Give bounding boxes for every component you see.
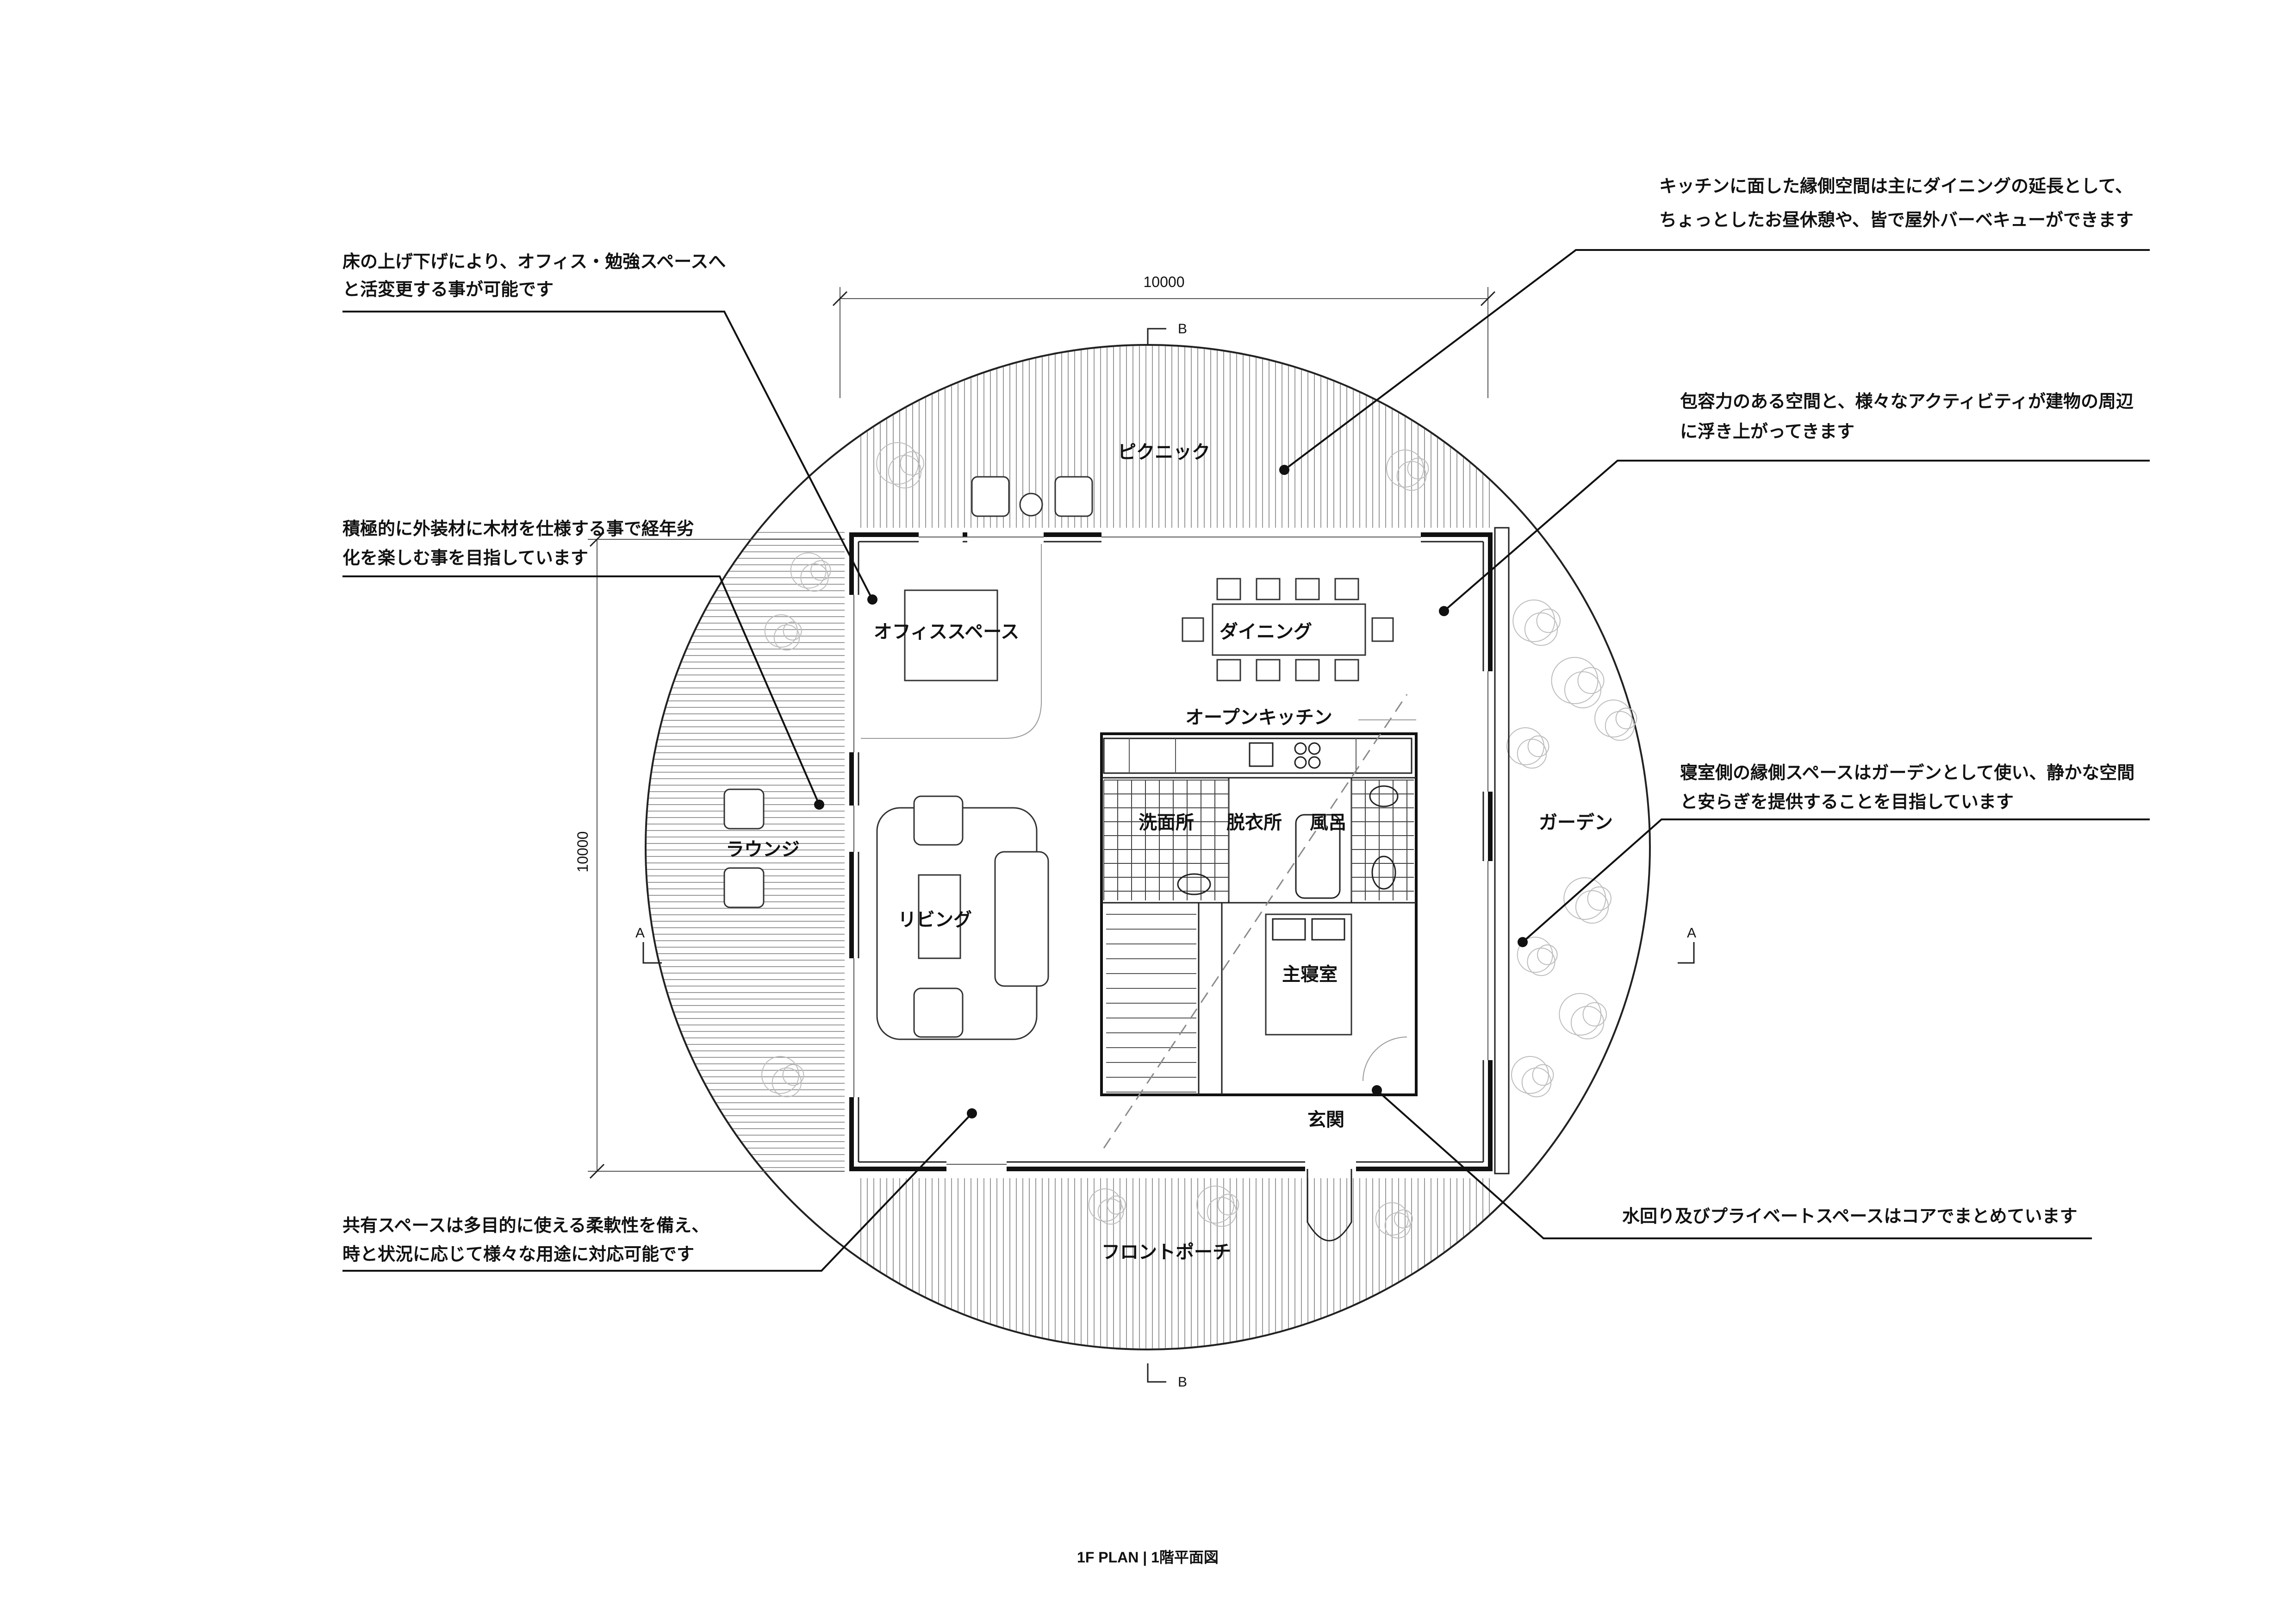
- room-label-garden: ガーデン: [1539, 812, 1613, 833]
- section-marker-a-right: A: [1678, 925, 1696, 964]
- section-label: A: [1687, 925, 1696, 941]
- annotation-line: 時と状況に応じて様々な用途に対応可能です: [342, 1244, 694, 1264]
- tile-floor: [1103, 780, 1414, 900]
- annotation-mid-right: 寝室側の縁側スペースはガーデンとして使い、静かな空間 と安らぎを提供することを目…: [1680, 763, 2134, 812]
- room-label-bedroom: 主寝室: [1282, 964, 1338, 985]
- planting: [761, 442, 1637, 1239]
- annotation-top-left: 床の上げ下げにより、オフィス・勉強スペースへ と活変更する事が可能です: [342, 252, 726, 300]
- dimension-left: 10000: [574, 531, 861, 1179]
- building: [845, 527, 1510, 1242]
- annotation-line: 共有スペースは多目的に使える柔軟性を備え、: [342, 1216, 709, 1236]
- room-label-living: リビング: [898, 910, 972, 930]
- section-marker-b-bottom: B: [1147, 1363, 1187, 1390]
- annotation-line: 積極的に外装材に木材を仕様する事で経年劣: [342, 519, 694, 539]
- room-label-kitchen: オープンキッチン: [1185, 707, 1332, 728]
- drawing-title: 1F PLAN | 1階平面図: [1077, 1549, 1219, 1566]
- room-label-entrance: 玄関: [1307, 1110, 1344, 1130]
- dimension-width-label: 10000: [1144, 274, 1185, 290]
- annotation-line: と活変更する事が可能です: [342, 280, 554, 300]
- annotation-line: ちょっとしたお昼休憩や、皆で屋外バーベキューができます: [1659, 211, 2134, 230]
- section-label: B: [1178, 1374, 1187, 1390]
- annotation-line: 化を楽しむ事を目指しています: [342, 549, 588, 568]
- room-label-bath: 風呂: [1310, 812, 1347, 833]
- annotation-line: 水回り及びプライベートスペースはコアでまとめています: [1622, 1207, 2077, 1226]
- room-label-dining: ダイニング: [1220, 622, 1312, 642]
- section-marker-b-top: B: [1147, 321, 1187, 345]
- room-label-dressing: 脱衣所: [1226, 812, 1282, 833]
- room-label-picnic: ピクニック: [1118, 442, 1210, 462]
- outdoor-furniture: [723, 476, 1093, 908]
- leader-lines: [342, 249, 2150, 1272]
- room-label-office: オフィススペース: [874, 622, 1019, 642]
- annotation-line: 寝室側の縁側スペースはガーデンとして使い、静かな空間: [1680, 763, 2134, 783]
- annotation-line: と安らぎを提供することを目指しています: [1680, 793, 2014, 812]
- section-label: B: [1178, 321, 1187, 337]
- annotation-bottom-left: 共有スペースは多目的に使える柔軟性を備え、 時と状況に応じて様々な用途に対応可能…: [342, 1216, 709, 1264]
- annotation-bottom-right: 水回り及びプライベートスペースはコアでまとめています: [1622, 1207, 2077, 1226]
- room-label-lounge: ラウンジ: [726, 839, 800, 860]
- annotation-line: に浮き上がってきます: [1680, 422, 1854, 442]
- annotation-line: キッチンに面した縁側空間は主にダイニングの延長として、: [1659, 177, 2133, 196]
- dimension-top: 10000: [832, 274, 1496, 398]
- room-label-porch: フロントポーチ: [1101, 1242, 1231, 1262]
- annotation-line: 包容力のある空間と、様々なアクティビティが建物の周辺: [1680, 392, 2134, 412]
- section-marker-a-left: A: [635, 925, 662, 964]
- dimension-height-label: 10000: [574, 831, 591, 873]
- room-label-washroom: 洗面所: [1139, 812, 1194, 833]
- annotation-upper-right: 包容力のある空間と、様々なアクティビティが建物の周辺 に浮き上がってきます: [1680, 392, 2134, 442]
- annotation-mid-left: 積極的に外装材に木材を仕様する事で経年劣 化を楽しむ事を目指しています: [342, 519, 694, 568]
- section-label: A: [635, 925, 645, 941]
- annotation-line: 床の上げ下げにより、オフィス・勉強スペースへ: [342, 252, 726, 272]
- room-labels: ピクニック オフィススペース ダイニング オープンキッチン ガーデン ラウンジ …: [726, 442, 1613, 1262]
- annotation-top-right: キッチンに面した縁側空間は主にダイニングの延長として、 ちょっとしたお昼休憩や、…: [1659, 177, 2134, 230]
